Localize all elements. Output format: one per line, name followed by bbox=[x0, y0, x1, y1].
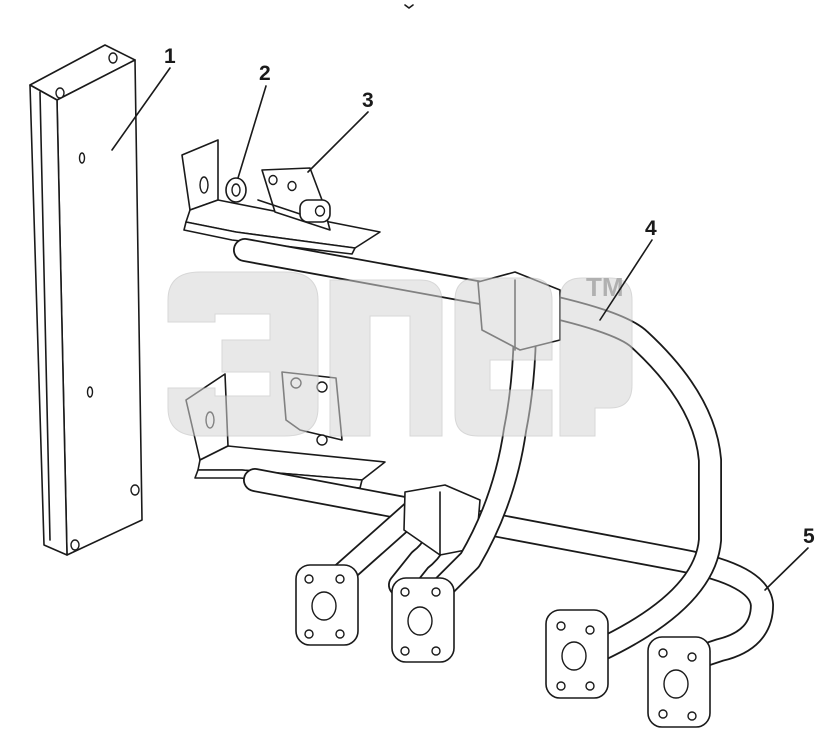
flange-d bbox=[647, 636, 711, 728]
callout-5: 5 bbox=[764, 525, 815, 591]
callout-label-5: 5 bbox=[803, 525, 815, 548]
callout-label-1: 1 bbox=[164, 45, 176, 68]
callout-4: 4 bbox=[599, 217, 657, 321]
callout-label-4: 4 bbox=[645, 217, 657, 240]
part-2-washer bbox=[225, 177, 247, 203]
callout-3: 3 bbox=[307, 89, 374, 173]
top-mark bbox=[404, 4, 414, 9]
callout-label-2: 2 bbox=[259, 62, 271, 85]
flange-b bbox=[391, 577, 455, 663]
callout-1: 1 bbox=[111, 45, 176, 151]
flange-c bbox=[545, 609, 609, 699]
watermark-logo: TM bbox=[167, 271, 633, 437]
part-1-plate bbox=[29, 44, 143, 556]
upper-bracket bbox=[181, 139, 381, 255]
watermark-trademark: TM bbox=[586, 272, 624, 302]
flange-a bbox=[295, 564, 359, 646]
callout-2: 2 bbox=[237, 62, 271, 179]
part-3-clamp bbox=[257, 167, 331, 231]
callout-label-3: 3 bbox=[362, 89, 374, 112]
